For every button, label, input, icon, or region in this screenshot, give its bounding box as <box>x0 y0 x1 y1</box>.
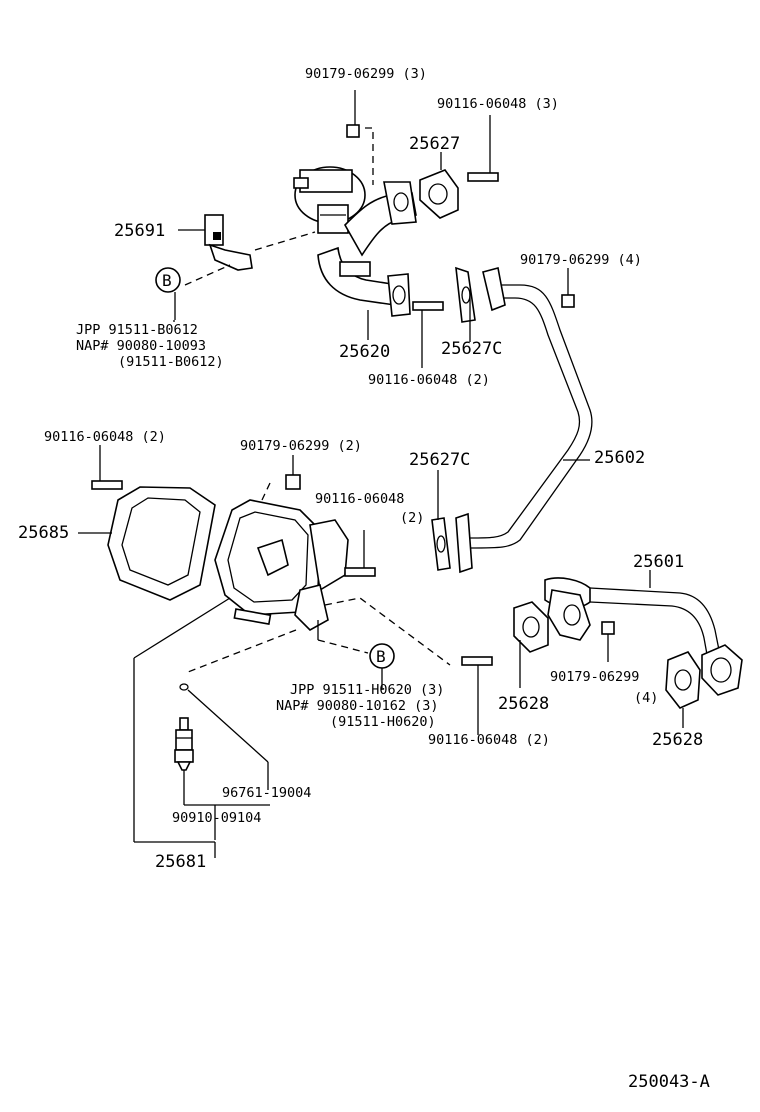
gasket-25628-b <box>665 651 701 728</box>
label-90179-06299-4: 90179-06299 (4) <box>520 252 642 268</box>
stud-right <box>461 656 493 735</box>
label-paren-bot: (91511-H0620) <box>330 714 436 730</box>
label-25628-b: 25628 <box>652 730 703 750</box>
nut-90179-4 <box>561 268 575 308</box>
label-90116-06048-c-qty: (2) <box>400 510 424 526</box>
label-25691: 25691 <box>114 221 165 241</box>
label-25681: 25681 <box>155 852 206 872</box>
label-90116-06048-2a: 90116-06048 (2) <box>368 372 490 388</box>
bracket-25681 <box>133 597 231 858</box>
label-25620: 25620 <box>339 342 390 362</box>
label-90910-09104: 90910-09104 <box>172 810 261 826</box>
label-b-bot: B <box>376 647 386 666</box>
label-90179-06299-3: 90179-06299 (3) <box>305 66 427 82</box>
label-96761-19004: 96761-19004 <box>222 785 311 801</box>
pipe-25601 <box>544 570 743 696</box>
label-90116-06048-2b: 90116-06048 (2) <box>44 429 166 445</box>
vsv-25691 <box>178 214 316 286</box>
label-90116-06048-3: 90116-06048 (3) <box>437 96 559 112</box>
egr-valve <box>293 166 366 234</box>
label-90179-06299-2: 90179-06299 (2) <box>240 438 362 454</box>
label-90179-06299-b-qty: (4) <box>634 690 658 706</box>
label-nap-bot: NAP# 90080-10162 (3) <box>276 698 439 714</box>
adaptor-body <box>187 482 451 673</box>
label-paren-top: (91511-B0612) <box>118 354 224 370</box>
label-25628-a: 25628 <box>498 694 549 714</box>
gasket-25627 <box>419 152 459 219</box>
gasket-25685 <box>78 486 216 601</box>
stud-mid <box>412 301 444 368</box>
nut-top <box>346 90 374 185</box>
stud-center <box>344 530 376 577</box>
stud-top <box>467 115 499 182</box>
stud-left <box>91 445 123 490</box>
label-25627c-mid: 25627C <box>409 450 470 470</box>
callout-b-top <box>155 267 181 320</box>
egr-pipe-top <box>344 181 417 257</box>
callout-b-bot <box>369 643 395 690</box>
label-25601: 25601 <box>633 552 684 572</box>
sensor-plug <box>174 683 270 840</box>
label-90116-06048-2c: 90116-06048 (2) <box>428 732 550 748</box>
label-jpp-top: JPP 91511-B0612 <box>76 322 198 338</box>
label-nap-top: NAP# 90080-10093 <box>76 338 206 354</box>
gasket-25628-a <box>513 601 549 688</box>
label-90179-06299-b: 90179-06299 <box>550 669 639 685</box>
label-jpp-bot: JPP 91511-H0620 (3) <box>290 682 444 698</box>
label-25627: 25627 <box>409 134 460 154</box>
label-b-top: B <box>162 271 172 290</box>
label-25602: 25602 <box>594 448 645 468</box>
nut-90179-2 <box>285 455 301 490</box>
label-25685: 25685 <box>18 523 69 543</box>
label-25627c-top: 25627C <box>441 339 502 359</box>
nut-90179-b <box>601 621 615 662</box>
egr-pipe-25620 <box>317 246 411 317</box>
pipe-25602 <box>431 266 593 574</box>
figure-code: 250043-A <box>628 1072 710 1092</box>
label-90116-06048-c: 90116-06048 <box>315 491 404 507</box>
